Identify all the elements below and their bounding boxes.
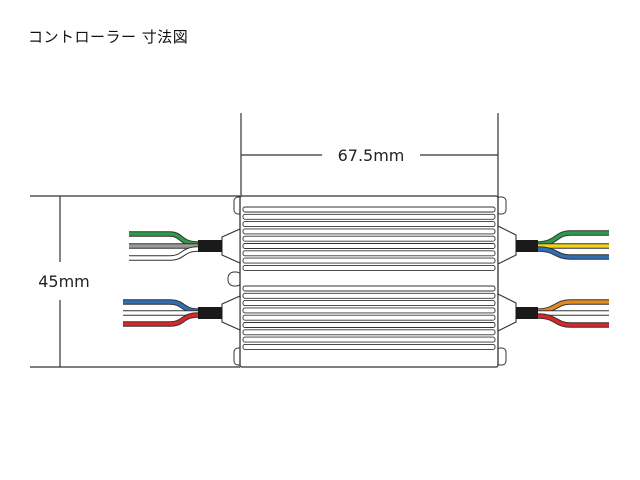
housing-fin	[242, 343, 496, 350]
page-title: コントローラー 寸法図	[28, 28, 189, 46]
wire-right-upper-3-color	[537, 247, 609, 259]
housing-fin	[242, 228, 496, 235]
housing-fin	[242, 307, 496, 314]
housing-fin	[242, 221, 496, 228]
wire-bundle-right-upper	[537, 230, 609, 260]
housing-fin	[242, 300, 496, 307]
wire-bundle-left-upper	[129, 231, 199, 261]
housing-fin	[242, 235, 496, 242]
housing-fin	[242, 322, 496, 328]
controller-body	[227, 195, 507, 368]
width-label: 67.5mm	[338, 146, 405, 165]
strain-reliefs	[198, 225, 538, 332]
housing-fin	[242, 206, 496, 213]
wire-bundle-left-lower	[123, 299, 199, 327]
housing-fin	[242, 264, 496, 271]
housing-fin	[242, 292, 496, 299]
height-label: 45mm	[38, 272, 90, 291]
cable-sleeve-right-upper	[516, 240, 538, 252]
housing-fin	[242, 285, 496, 292]
wire-right-upper-1-color	[537, 231, 609, 246]
strain-relief-left-lower	[221, 295, 241, 331]
wire-left-upper-3-color	[129, 247, 199, 260]
strain-relief-right-lower	[497, 293, 517, 332]
strain-relief-left-upper	[221, 228, 241, 264]
wire-bundle-right-lower	[537, 299, 609, 328]
housing-fin	[242, 257, 496, 264]
strain-relief-right-upper	[497, 225, 517, 265]
housing-fin	[242, 213, 496, 220]
housing-fin	[242, 314, 496, 321]
width-dimension: 67.5mm	[240, 113, 499, 198]
cable-sleeve-right-lower	[516, 307, 538, 319]
housing-fin	[242, 329, 496, 336]
wire-left-lower-3-color	[123, 313, 199, 326]
housing-fin	[242, 250, 496, 257]
cable-sleeve-left-lower	[198, 307, 222, 319]
wire-right-lower-3-color	[537, 314, 609, 327]
cable-sleeve-left-upper	[198, 240, 222, 252]
housing-fin	[242, 243, 496, 249]
height-dimension: 45mm	[30, 195, 240, 368]
housing-fins	[242, 206, 496, 350]
housing-fin	[242, 336, 496, 343]
wire-left-upper-1-color	[129, 232, 199, 246]
